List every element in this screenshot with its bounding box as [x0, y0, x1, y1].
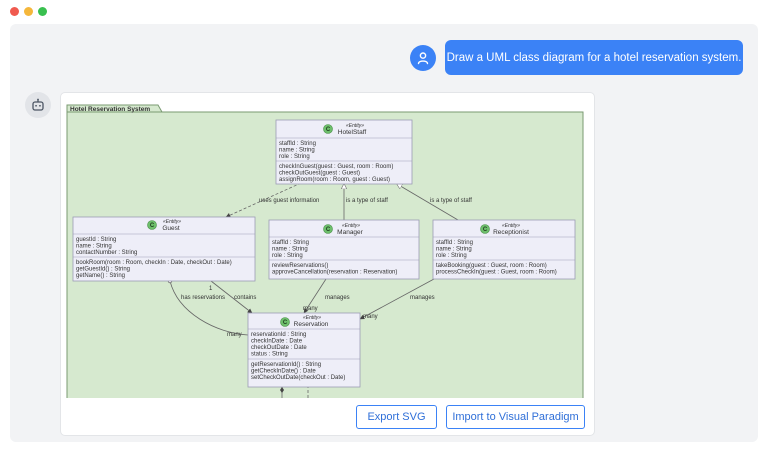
label-has-reservations: has reservations	[181, 295, 225, 301]
label-uses-guest-information: uses guest information	[259, 198, 319, 204]
svg-text:role : String: role : String	[272, 253, 303, 259]
class-name: HotelStaff	[338, 129, 367, 136]
class-name: Manager	[337, 229, 363, 236]
relation-contains-line	[210, 280, 253, 314]
svg-text:checkInDate : Date: checkInDate : Date	[251, 339, 303, 345]
svg-text:name : String: name : String	[279, 148, 315, 154]
entity-icon	[323, 124, 333, 134]
svg-text:setCheckOutDate(checkOut : Dat: setCheckOutDate(checkOut : Date)	[251, 375, 345, 381]
class-stereotype: «Entity»	[163, 219, 181, 225]
relation-receptionist-manages-line	[359, 278, 435, 320]
svg-text:checkOutGuest(guest : Guest): checkOutGuest(guest : Guest)	[279, 171, 360, 177]
svg-text:getName() : String: getName() : String	[76, 273, 125, 279]
svg-text:staffId : String: staffId : String	[436, 240, 473, 246]
package-tab	[66, 104, 163, 113]
label-multiplicity-many-manager: many	[303, 306, 318, 312]
entity-icon	[147, 220, 157, 230]
svg-text:guestId : String: guestId : String	[76, 237, 116, 243]
relation-uses-guest-line	[225, 182, 302, 218]
class-hotelstaff: C «Entity» HotelStaff staffId : String n…	[275, 119, 413, 185]
svg-text:getGuestId() : String: getGuestId() : String	[76, 267, 130, 273]
label-manages-receptionist: manages	[410, 295, 435, 301]
class-name: Reservation	[294, 321, 329, 328]
class-name: Receptionist	[493, 229, 529, 236]
svg-text:reservationId : String: reservationId : String	[251, 332, 306, 338]
svg-text:staffId : String: staffId : String	[279, 141, 316, 147]
title-bar	[0, 0, 768, 22]
svg-text:checkOutDate : Date: checkOutDate : Date	[251, 345, 307, 351]
package-label: Hotel Reservation System	[70, 106, 150, 113]
relation-manager-manages-line	[303, 278, 327, 314]
svg-text:staffId : String: staffId : String	[272, 240, 309, 246]
entity-icon	[280, 317, 290, 327]
user-message: Draw a UML class diagram for a hotel res…	[445, 40, 743, 75]
svg-text:name : String: name : String	[272, 247, 308, 253]
svg-text:C: C	[483, 227, 488, 233]
class-stereotype: «Entity»	[303, 315, 321, 321]
svg-text:contactNumber : String: contactNumber : String	[76, 250, 137, 256]
svg-text:C: C	[326, 127, 331, 133]
class-reservation: C «Entity» Reservation reservationId : S…	[247, 312, 361, 388]
svg-text:getCheckInDate() : Date: getCheckInDate() : Date	[251, 369, 316, 375]
class-name: Guest	[162, 225, 180, 232]
svg-text:checkInGuest(guest : Guest, ro: checkInGuest(guest : Guest, room : Room)	[279, 164, 393, 170]
svg-text:getReservationId() : String: getReservationId() : String	[251, 362, 321, 368]
export-svg-button[interactable]: Export SVG	[356, 405, 437, 429]
composition-marker	[280, 387, 284, 393]
label-contains: contains	[234, 295, 256, 301]
maximize-window-button[interactable]	[38, 7, 47, 16]
label-manager-type: is a type of staff	[346, 198, 388, 204]
svg-text:name : String: name : String	[76, 244, 112, 250]
user-icon	[410, 45, 436, 71]
class-guest: C «Entity» Guest guestId : String name :…	[72, 216, 256, 282]
entity-icon	[323, 224, 333, 234]
svg-text:approveCancellation(reservatio: approveCancellation(reservation : Reserv…	[272, 270, 397, 276]
relation-has-reservations-line	[169, 280, 249, 336]
uml-diagram: Hotel Reservation System uses guest info…	[66, 103, 584, 398]
svg-text:takeBooking(guest : Guest, roo: takeBooking(guest : Guest, room : Room)	[436, 263, 547, 269]
svg-text:name : String: name : String	[436, 247, 472, 253]
import-visual-paradigm-button[interactable]: Import to Visual Paradigm	[446, 405, 585, 429]
relation-receptionist-generalization-line	[397, 184, 459, 221]
entity-icon	[480, 224, 490, 234]
class-manager: C «Entity» Manager staffId : String name…	[268, 219, 420, 280]
label-multiplicity-one: 1	[209, 286, 213, 292]
close-window-button[interactable]	[10, 7, 19, 16]
class-stereotype: «Entity»	[346, 123, 364, 129]
svg-text:reviewReservations(): reviewReservations()	[272, 263, 328, 269]
class-stereotype: «Entity»	[342, 223, 360, 229]
svg-text:bookRoom(room : Room, checkIn: bookRoom(room : Room, checkIn : Date, ch…	[76, 260, 232, 266]
class-receptionist: C «Entity» Receptionist staffId : String…	[432, 219, 576, 280]
svg-text:role : String: role : String	[436, 253, 467, 259]
label-multiplicity-many-guest: many	[227, 332, 242, 338]
svg-text:C: C	[326, 227, 331, 233]
minimize-window-button[interactable]	[24, 7, 33, 16]
class-stereotype: «Entity»	[502, 223, 520, 229]
label-receptionist-type: is a type of staff	[430, 198, 472, 204]
robot-icon	[25, 92, 51, 118]
label-multiplicity-many-receptionist: many	[363, 314, 378, 320]
label-manages-manager: manages	[325, 295, 350, 301]
svg-text:C: C	[150, 223, 155, 229]
svg-text:status : String: status : String	[251, 352, 288, 358]
svg-text:role : String: role : String	[279, 154, 310, 160]
svg-text:processCheckIn(guest : Guest,: processCheckIn(guest : Guest, room : Roo…	[436, 270, 557, 276]
svg-text:C: C	[283, 320, 288, 326]
svg-text:assignRoom(room : Room, guest: assignRoom(room : Room, guest : Guest)	[279, 177, 390, 183]
